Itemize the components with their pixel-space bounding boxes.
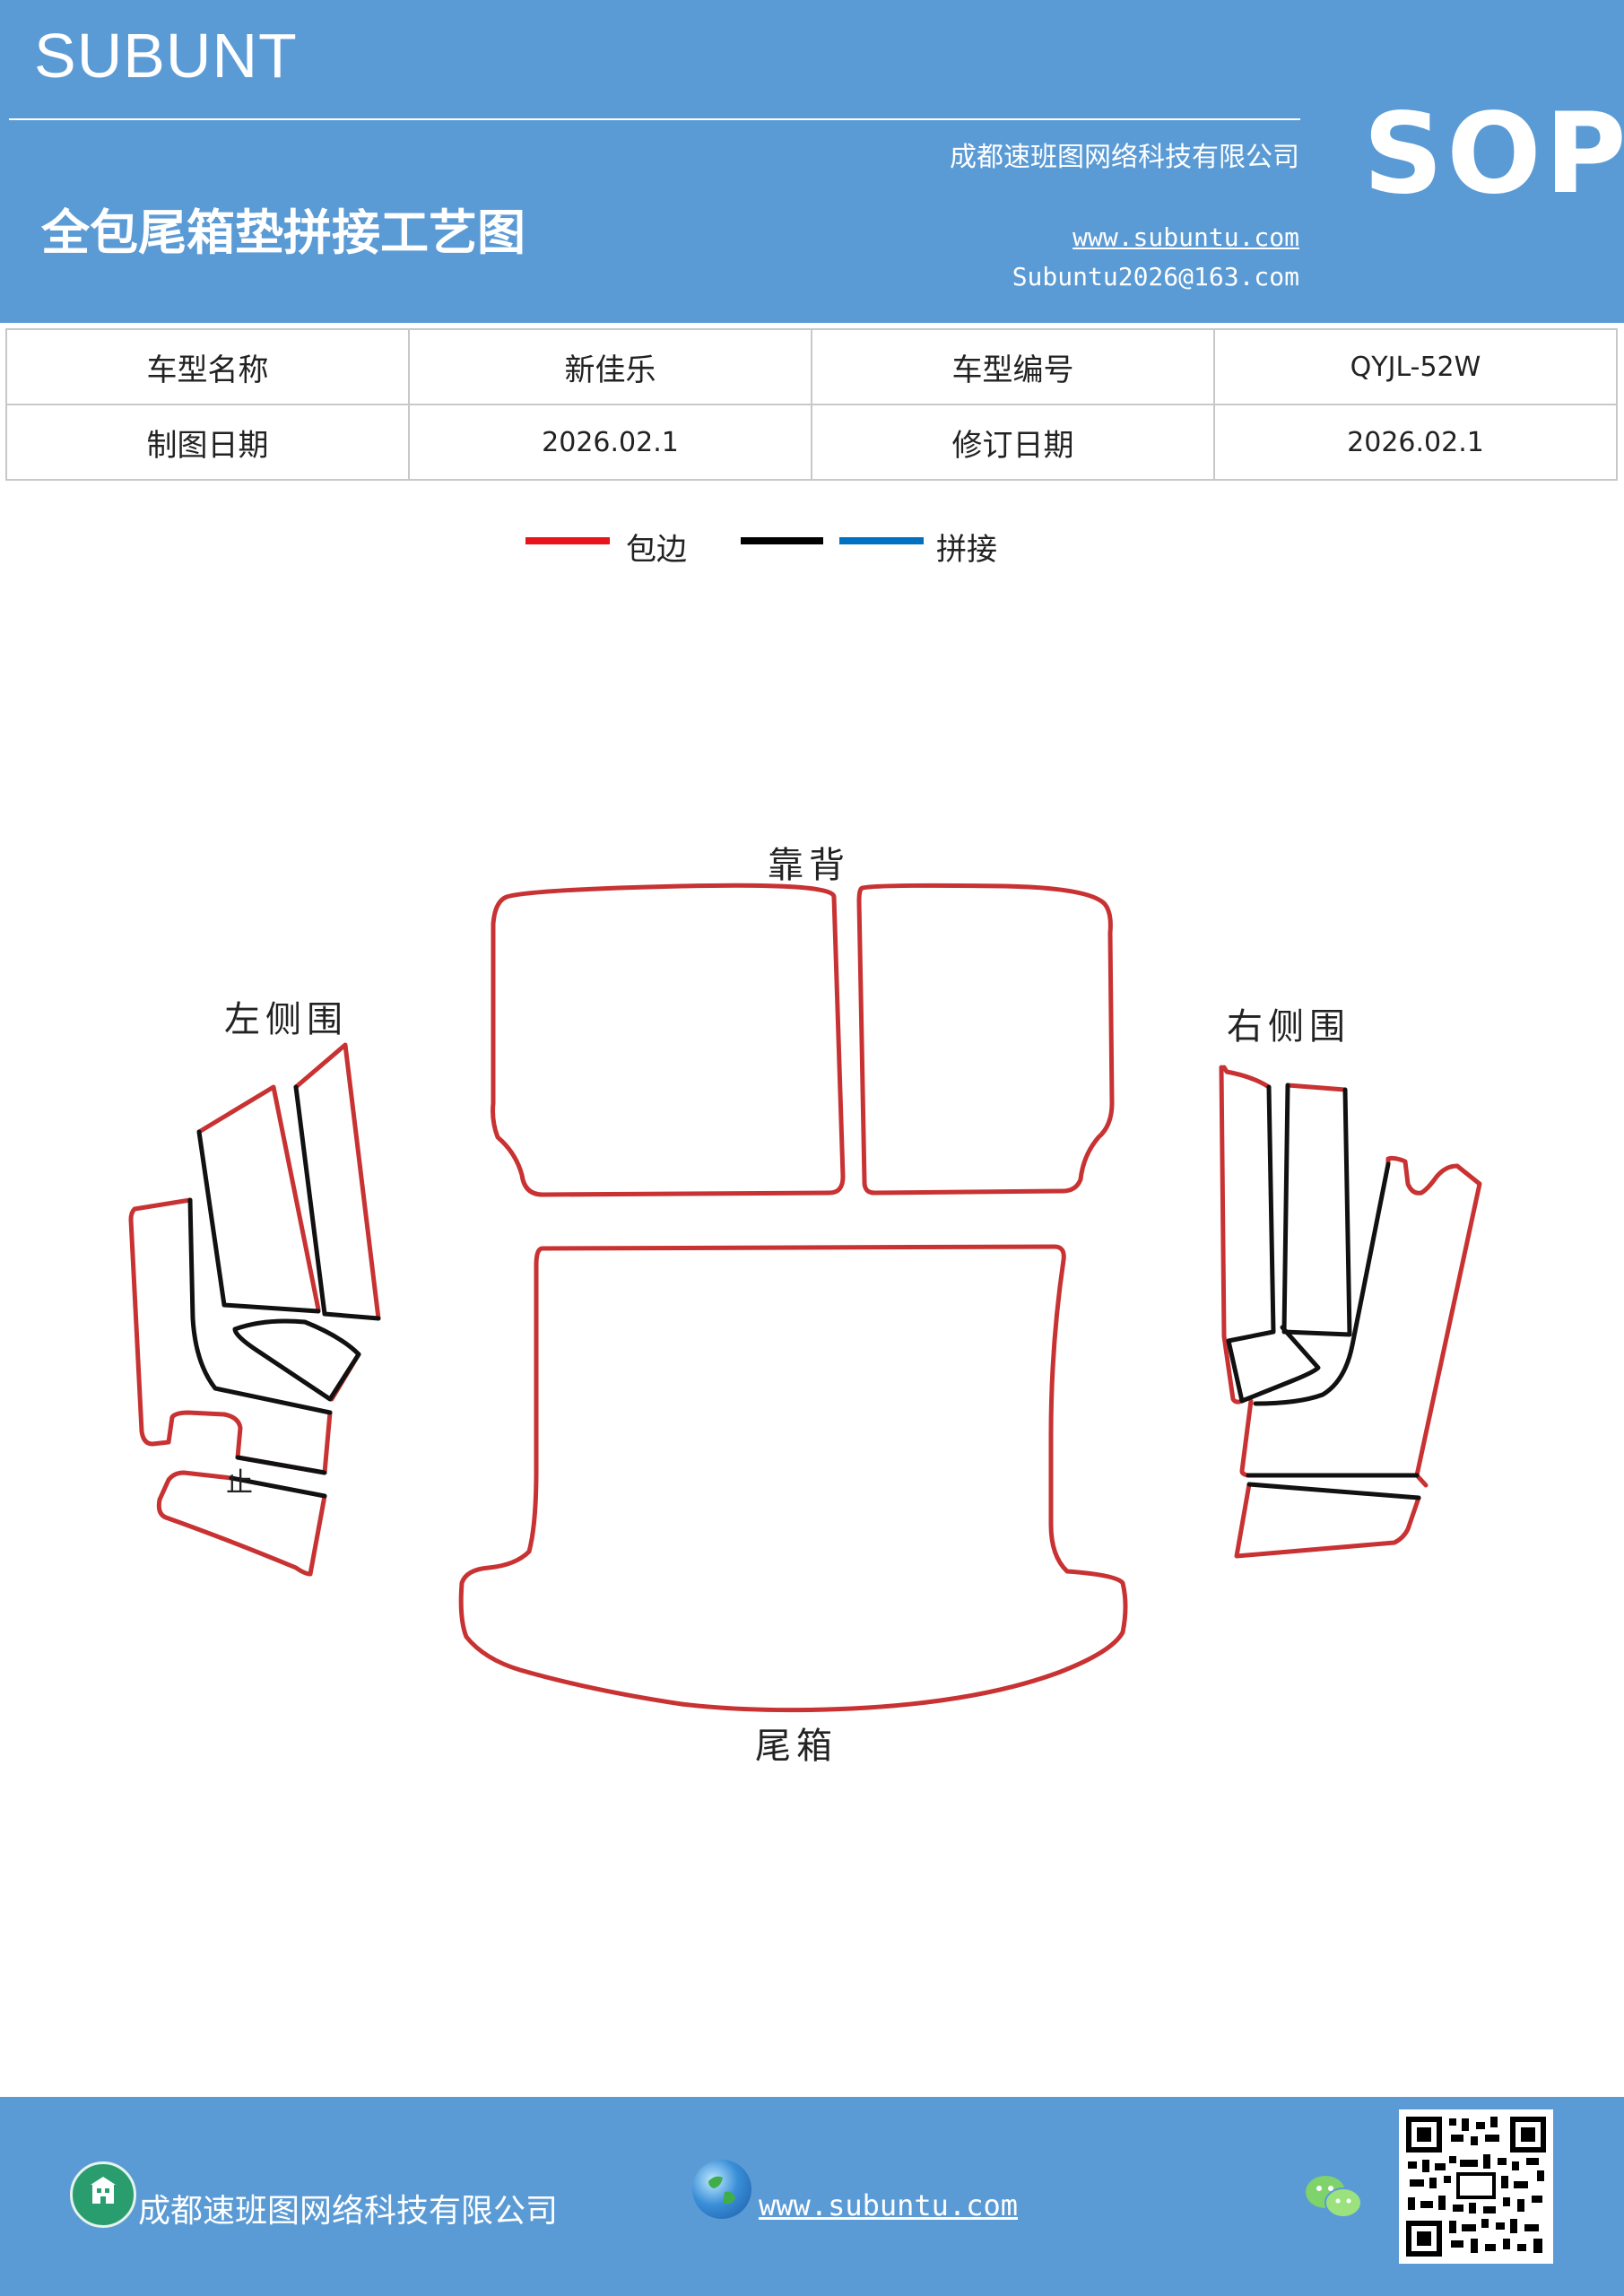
left-side-label: 左侧围 <box>224 999 348 1040</box>
footer-company-name: 成都速班图网络科技有限公司 <box>138 2193 559 2230</box>
backrest-label: 靠背 <box>768 845 850 886</box>
draw-date-value: 2026.02.1 <box>408 404 812 481</box>
left-side-tip <box>293 1042 381 1321</box>
right-side-tip <box>1285 1083 1348 1092</box>
left-side-outer-top <box>196 1084 321 1312</box>
legend-blue-swatch <box>839 537 924 544</box>
revision-date-value: 2026.02.1 <box>1213 404 1618 481</box>
right-side-bottom <box>1234 1482 1421 1559</box>
table-row: 制图日期 2026.02.1 修订日期 2026.02.1 <box>5 404 1618 481</box>
model-name-value: 新佳乐 <box>408 328 812 405</box>
left-side-outer-bottom <box>156 1470 327 1577</box>
trunk-floor-panel <box>458 1244 1128 1713</box>
qr-code <box>1399 2109 1553 2264</box>
backrest-left-panel <box>491 883 846 1197</box>
sop-badge: SOP <box>1363 90 1624 219</box>
left-side-outer-lower <box>128 1197 333 1475</box>
revision-date-label: 修订日期 <box>811 404 1215 481</box>
vehicle-info-table: 车型名称 新佳乐 车型编号 QYJL-52W 制图日期 2026.02.1 修订… <box>5 328 1618 481</box>
legend-black-swatch <box>741 537 823 544</box>
left-seam-inner-panel <box>196 1129 321 1314</box>
stop-mark: 止 <box>226 1467 253 1499</box>
right-seam-wedge <box>1226 1325 1321 1404</box>
trunk-label: 尾箱 <box>755 1726 838 1767</box>
right-seam-main <box>1253 1161 1391 1406</box>
right-seam-bottom <box>1246 1482 1421 1500</box>
model-code-value: QYJL-52W <box>1213 328 1618 405</box>
legend-red-label: 包边 <box>626 532 687 568</box>
left-seam-tip-panel <box>293 1084 381 1321</box>
right-seam-tip-panel <box>1281 1083 1352 1337</box>
left-seam-lower <box>235 1455 327 1475</box>
left-seam-bottom <box>229 1475 327 1499</box>
company-name: 成都速班图网络科技有限公司 <box>950 142 1299 173</box>
footer-banner: 成都速班图网络科技有限公司 www.subuntu.com <box>0 2097 1624 2296</box>
globe-icon <box>692 2160 751 2219</box>
model-name-label: 车型名称 <box>5 328 410 405</box>
email-address[interactable]: Subuntu2026@163.com <box>1012 262 1299 291</box>
page-title: 全包尾箱垫拼接工艺图 <box>41 204 525 261</box>
draw-date-label: 制图日期 <box>5 404 410 481</box>
legend-splice-label: 拼接 <box>936 532 997 568</box>
right-side-outer-right <box>1385 1155 1482 1488</box>
left-seam-wedge <box>232 1318 361 1402</box>
brand-name: SUBUNT <box>34 21 298 91</box>
table-row: 车型名称 新佳乐 车型编号 QYJL-52W <box>5 328 1618 405</box>
model-code-label: 车型编号 <box>811 328 1215 405</box>
right-side-lower-left <box>1239 1398 1254 1478</box>
backrest-right-panel <box>856 883 1115 1196</box>
legend: 包边 拼接 <box>0 525 1624 578</box>
footer-website-link[interactable]: www.subuntu.com <box>759 2188 1018 2222</box>
right-side-label: 右侧围 <box>1227 1006 1350 1048</box>
header-banner: SUBUNT 成都速班图网络科技有限公司 全包尾箱垫拼接工艺图 www.subu… <box>0 0 1624 323</box>
left-seam-outer-panel <box>187 1197 333 1415</box>
header-divider <box>9 118 1300 120</box>
website-link[interactable]: www.subuntu.com <box>1073 222 1299 252</box>
wechat-icon[interactable] <box>1302 2170 1365 2224</box>
right-side-outer-top <box>1221 1065 1272 1090</box>
right-seam-outer-left <box>1226 1084 1276 1344</box>
building-icon <box>70 2161 136 2228</box>
legend-red-swatch <box>525 537 610 544</box>
